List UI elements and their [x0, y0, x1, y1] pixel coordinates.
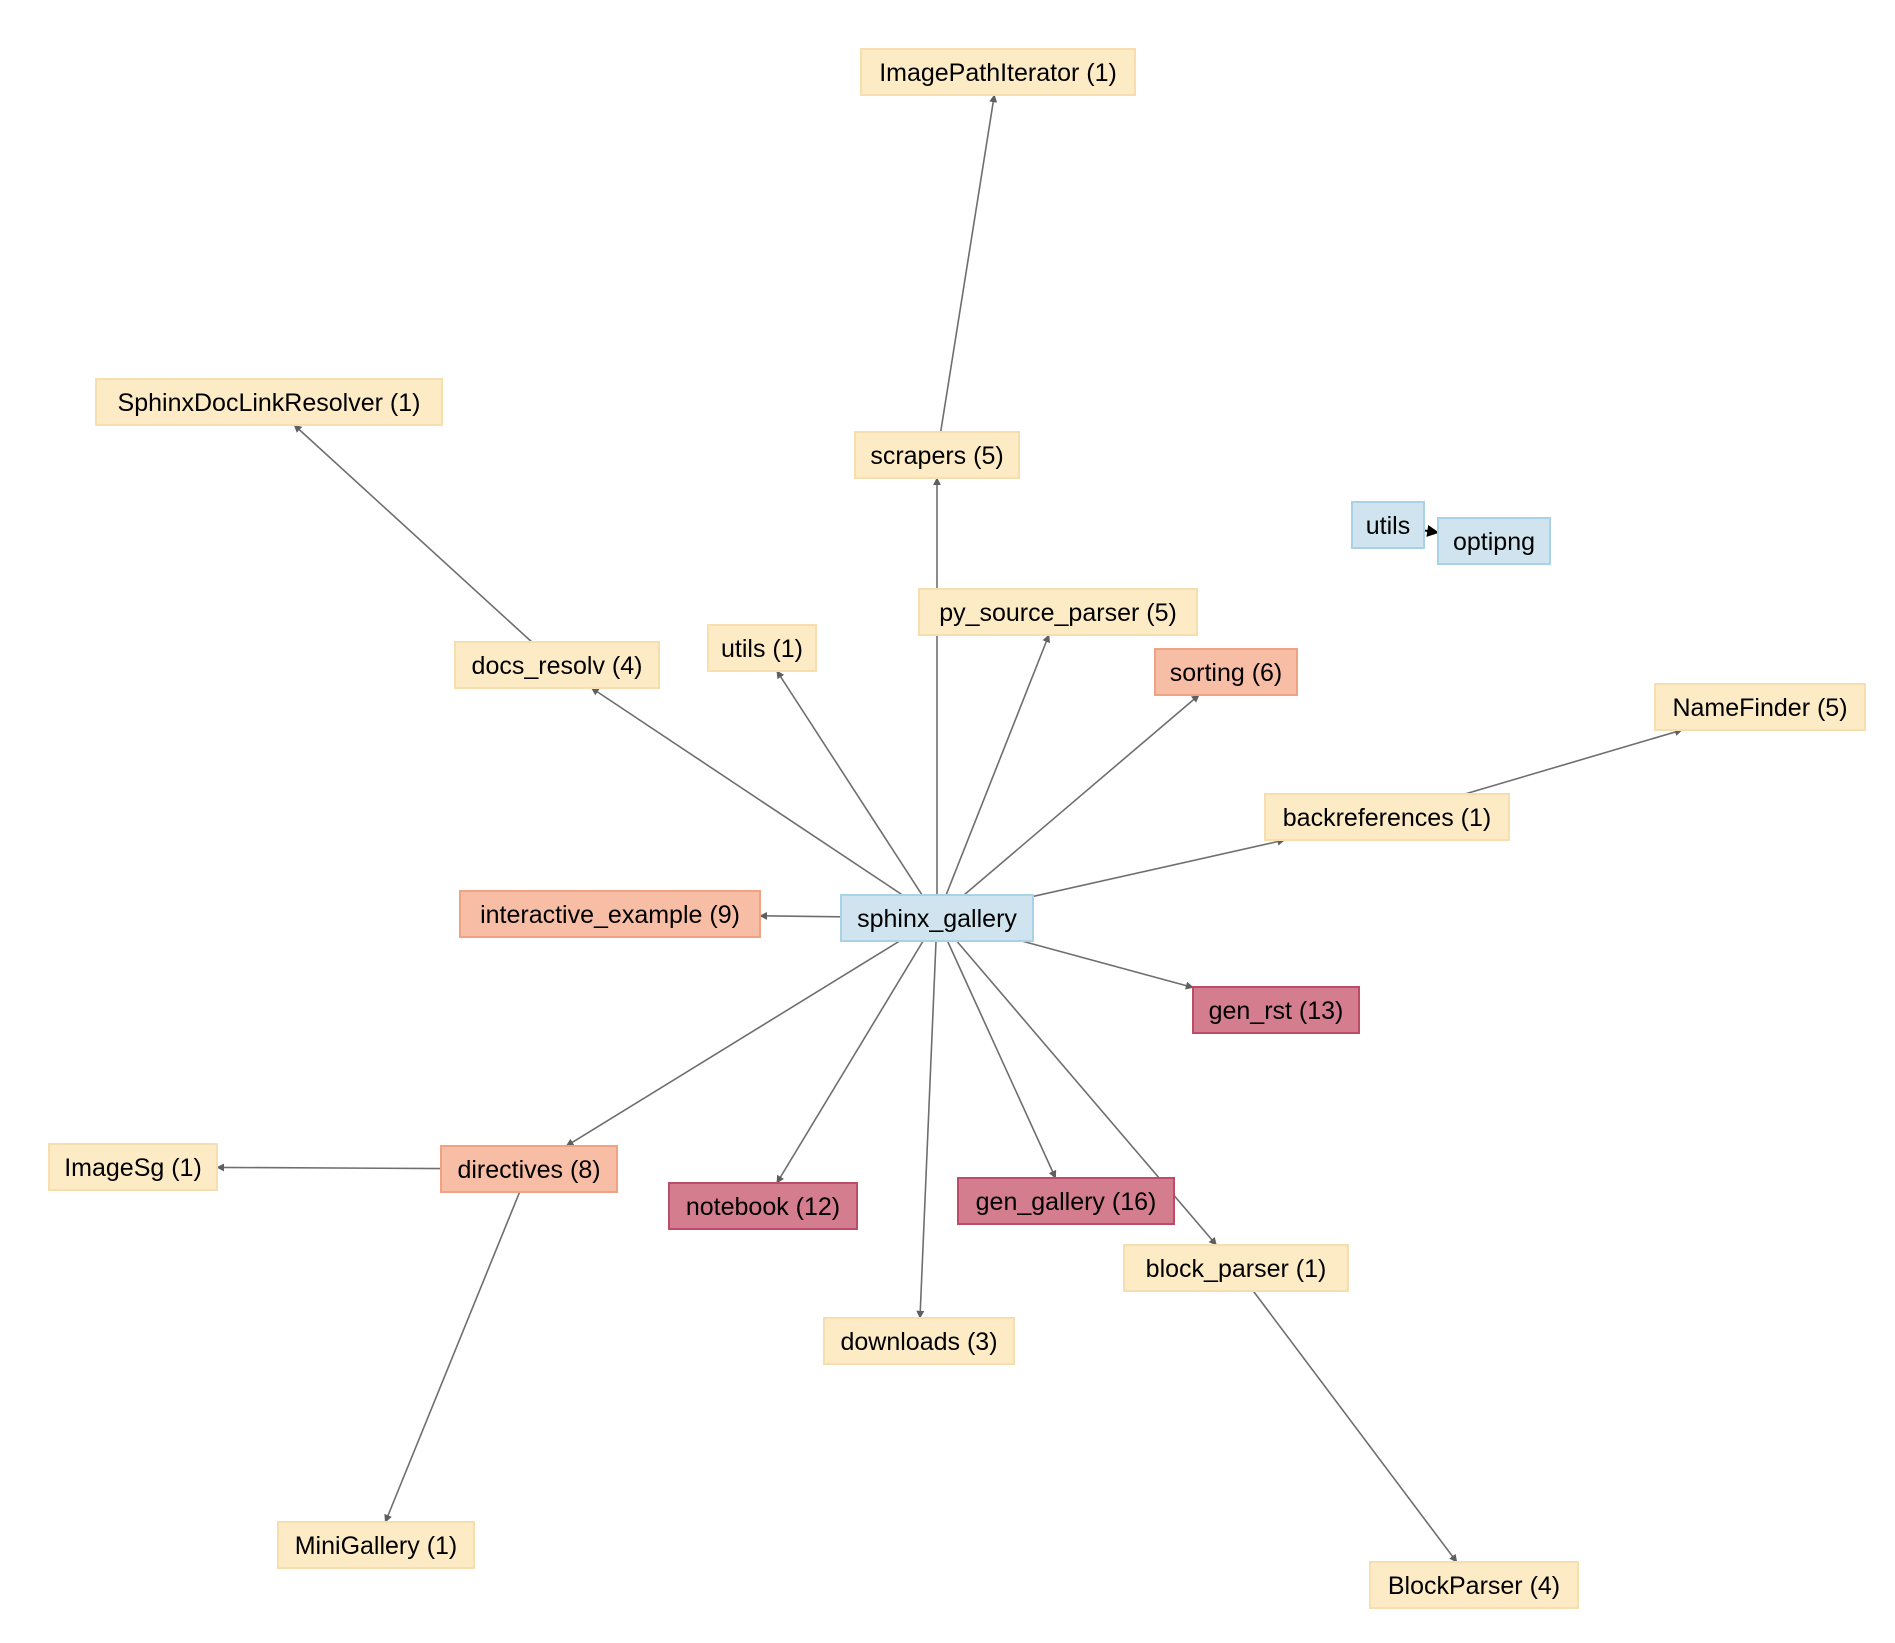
node-scrapers[interactable]: scrapers (5) [854, 431, 1020, 479]
edge-sphinx_gallery-to-gen_gallery [946, 940, 1057, 1179]
node-ImagePathIterator[interactable]: ImagePathIterator (1) [860, 48, 1136, 96]
node-box [1264, 793, 1510, 841]
node-label: BlockParser (4) [1388, 1572, 1560, 1600]
node-label: utils [1366, 512, 1410, 540]
node-label: directives (8) [457, 1156, 600, 1184]
node-label: ImagePathIterator (1) [879, 59, 1117, 87]
node-box [1437, 517, 1551, 565]
node-box [668, 1182, 858, 1230]
edge-sphinx_gallery-to-notebook [776, 940, 924, 1184]
node-label: optipng [1453, 528, 1535, 556]
edge-docs_resolv-to-SphinxDocLinkResolver [293, 424, 533, 643]
node-directives[interactable]: directives (8) [440, 1145, 618, 1193]
node-label: downloads (3) [840, 1328, 997, 1356]
node-label: interactive_example (9) [480, 901, 740, 929]
node-py-source-parser[interactable]: py_source_parser (5) [918, 588, 1198, 636]
edge-directives-to-MiniGallery [384, 1191, 521, 1523]
node-utils-iso[interactable]: utils [1351, 501, 1425, 549]
edges-layer [216, 94, 1683, 1563]
node-box [1154, 648, 1298, 696]
node-MiniGallery[interactable]: MiniGallery (1) [277, 1521, 475, 1569]
node-label: block_parser (1) [1146, 1255, 1327, 1283]
node-BlockParser[interactable]: BlockParser (4) [1369, 1561, 1579, 1609]
node-box [1123, 1244, 1349, 1292]
node-sphinx-gallery[interactable]: sphinx_gallery [840, 894, 1034, 942]
edge-sphinx_gallery-to-interactive_example [759, 911, 842, 920]
node-SphinxDocLinkResolver[interactable]: SphinxDocLinkResolver (1) [95, 378, 443, 426]
edge-utils_iso-to-optipng [1423, 525, 1440, 537]
node-label: notebook (12) [686, 1193, 840, 1221]
node-box [459, 890, 761, 938]
node-label: py_source_parser (5) [939, 599, 1177, 627]
node-utils1[interactable]: utils (1) [707, 624, 817, 672]
edge-sphinx_gallery-to-directives [565, 940, 901, 1147]
node-downloads[interactable]: downloads (3) [823, 1317, 1015, 1365]
node-label: ImageSg (1) [64, 1154, 202, 1182]
node-box [95, 378, 443, 426]
node-label: backreferences (1) [1283, 804, 1491, 832]
node-ImageSg[interactable]: ImageSg (1) [48, 1143, 218, 1191]
node-label: docs_resolv (4) [472, 652, 643, 680]
node-box [707, 624, 817, 672]
node-box [1654, 683, 1866, 731]
node-box [454, 641, 660, 689]
node-gen-rst[interactable]: gen_rst (13) [1192, 986, 1360, 1034]
node-box [1351, 501, 1425, 549]
edge-backreferences-to-NameFinder [1464, 728, 1683, 795]
nodes-layer: sphinx_gallery ImagePathIterator (1) Sphin… [48, 48, 1866, 1609]
node-box [854, 431, 1020, 479]
node-label: gen_rst (13) [1209, 997, 1344, 1025]
node-backreferences[interactable]: backreferences (1) [1264, 793, 1510, 841]
edge-block_parser-to-BlockParser [1252, 1290, 1458, 1563]
node-box [840, 894, 1034, 942]
node-label: NameFinder (5) [1672, 694, 1847, 722]
node-box [1192, 986, 1360, 1034]
edge-sphinx_gallery-to-downloads [916, 940, 937, 1319]
node-label: utils (1) [721, 635, 803, 663]
node-notebook[interactable]: notebook (12) [668, 1182, 858, 1230]
node-box [957, 1177, 1175, 1225]
node-box [1369, 1561, 1579, 1609]
node-label: scrapers (5) [870, 442, 1003, 470]
node-label: gen_gallery (16) [976, 1188, 1157, 1216]
node-optipng[interactable]: optipng [1437, 517, 1551, 565]
edge-sphinx_gallery-to-backreferences [1032, 837, 1286, 898]
node-box [823, 1317, 1015, 1365]
node-interactive-example[interactable]: interactive_example (9) [459, 890, 761, 938]
node-label: MiniGallery (1) [295, 1532, 458, 1560]
node-sorting[interactable]: sorting (6) [1154, 648, 1298, 696]
edge-directives-to-ImageSg [216, 1163, 442, 1172]
edge-sphinx_gallery-to-sorting [963, 694, 1200, 896]
node-label: SphinxDocLinkResolver (1) [118, 389, 421, 417]
node-box [860, 48, 1136, 96]
edge-sphinx_gallery-to-py_source_parser [945, 634, 1050, 896]
edge-scrapers-to-ImagePathIterator [939, 94, 998, 433]
node-block-parser[interactable]: block_parser (1) [1123, 1244, 1349, 1292]
edge-sphinx_gallery-to-docs_resolv [590, 687, 903, 896]
node-NameFinder[interactable]: NameFinder (5) [1654, 683, 1866, 731]
node-gen-gallery[interactable]: gen_gallery (16) [957, 1177, 1175, 1225]
edge-sphinx_gallery-to-gen_rst [1021, 940, 1194, 990]
node-label: sorting (6) [1170, 659, 1283, 687]
node-box [48, 1143, 218, 1191]
node-box [440, 1145, 618, 1193]
edge-sphinx_gallery-to-utils1 [776, 670, 923, 896]
node-docs-resolv[interactable]: docs_resolv (4) [454, 641, 660, 689]
node-box [918, 588, 1198, 636]
node-box [277, 1521, 475, 1569]
node-label: sphinx_gallery [857, 905, 1017, 933]
